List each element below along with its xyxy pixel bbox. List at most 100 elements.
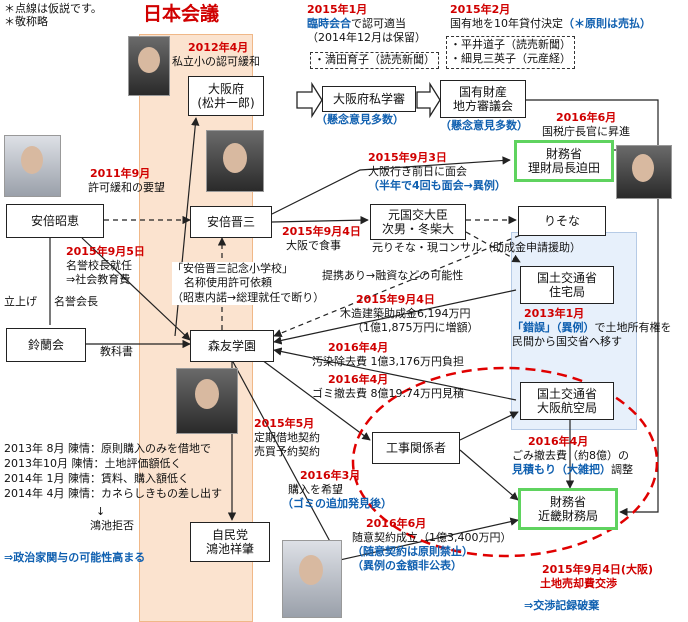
note-negotiation-date: 2015年9月4日(大阪) [542,563,653,576]
node-ldp-konoike: 自民党 鴻池祥肇 [190,522,270,562]
note-lease-b: 売買予約契約 [254,445,320,458]
page-title: 日本会議 [143,3,220,25]
node-mlit-housing: 国土交通省 住宅局 [520,266,614,304]
node-contractor-label: 工事関係者 [385,440,446,455]
note-2015-1-a: 臨時会合 [307,17,351,30]
note-2015-9-4-date: 2015年9月4日 [282,225,361,238]
node-suzuran: 鈴蘭会 [6,328,86,362]
node-kinki-line1: 財務省 [549,494,586,509]
note-subsidy-a: 木造建築助成金6,194万円 [340,307,471,320]
petition-4: 2014年 4月 陳情：カネらしきもの差し出す [4,486,222,500]
note-2015-9-5-b: ⇒社会教育費 [66,273,131,286]
note-subsidy-b: （1億1,875万円に増額） [352,321,479,334]
node-mlit-airport: 国土交通省 大阪航空局 [520,382,614,420]
note-subsidy-date: 2015年9月4日 [356,293,435,306]
node-hatoyama-line1: 元国交大臣 [387,207,448,222]
note-school-name-c: （昭恵内諾→総理就任で断り） [172,290,325,304]
note-contract-a: 随意契約成立（1億3,400万円） [352,531,512,544]
node-mlit-air-line2: 大阪航空局 [536,401,597,415]
node-suzuran-label: 鈴蘭会 [27,337,64,352]
note-pollution-date: 2016年4月 [328,341,389,354]
akie-photo [4,135,61,197]
note-error-b: （異例） [556,321,595,334]
note-2016-6-date: 2016年6月 [556,111,617,124]
note-2015-1-date: 2015年1月 [307,3,368,16]
kagoike-photo [176,368,238,434]
highlight-ellipse [351,366,659,558]
sakota-photo [616,145,672,199]
note-error-a: 「錯誤」 [512,321,556,334]
note-school-name-a: 「安倍晋三記念小学校」 [172,262,293,275]
note-trash2-c: 調整 [611,463,633,476]
node-moritomo: 森友学園 [190,330,274,362]
node-osaka-prefecture: 大阪府 (松井一郎) [188,76,264,116]
note-trash-date: 2016年4月 [328,373,389,386]
node-mlit-housing-line2: 住宅局 [548,285,585,299]
node-kinki-finance: 財務省 近畿財務局 [518,488,618,530]
node-mlit-air-line1: 国土交通省 [536,386,597,401]
disclaimer-honorific: ＊敬称略 [4,15,48,28]
petition-3: 2014年 1月 陳情：賃料、購入額低く [4,471,189,485]
note-2015-9-5-a: 名誉校長就任 [66,259,132,272]
node-finance-sakota: 財務省 理財局長迫田 [514,140,614,182]
note-2015-9-3-date: 2015年9月3日 [368,151,447,164]
node-ldp-line2: 鴻池祥肇 [205,542,254,556]
note-2015-2-b: （＊原則は売払） [563,17,651,30]
note-lease-a: 定期借地契約 [254,431,320,444]
note-trash-text: ゴミ撤去費 8億19.74万円見積 [312,387,464,400]
note-error-d: 民間から国交省へ移す [512,335,622,348]
note-2011-date: 2011年9月 [90,167,151,180]
note-concern-1: （懸念意見多数） [316,113,404,126]
note-2012-text: 私立小の認可緩和 [172,55,260,68]
node-private-school-council: 大阪府私学審 [322,86,416,112]
note-school-name-b: 名称使用許可依頼 [184,276,272,290]
node-mlit-housing-line1: 国土交通省 [536,270,597,285]
note-2015-2-c: ・平井道子（読売新聞） [450,38,571,51]
note-trash2-b: 見積もり（大雑把） [512,463,611,476]
note-trash2-a: ごみ撤去費（約8億）の [512,449,629,462]
node-ldp-line1: 自民党 [211,527,248,542]
node-sakota-line1: 財務省 [545,146,582,161]
note-contract-b: （随意契約は原則禁止） [352,545,473,558]
node-resona: りそな [518,206,606,236]
note-buy-b: （ゴミの追加発見後） [282,497,392,510]
note-possibility: 提携あり→融資などの可能性 [322,269,464,282]
note-2015-9-3-a: 大阪行き前日に面会 [368,165,467,178]
note-pollution-text: 汚染除去費 1億3,176万円負担 [312,355,464,368]
note-concern-2: （懸念意見多数） [440,119,528,132]
node-hatoyama: 元国交大臣 次男・冬柴大 [370,204,466,240]
note-2015-2-a: 国有地を10年貸付決定 [450,17,563,30]
node-osaka-line1: 大阪府 [207,81,244,96]
note-2016-6-text: 国税庁長官に昇進 [542,125,630,138]
petition-list: 2013年 8月 陳情：原則購入のみを借地で 2013年10月 陳情：土地評価額… [4,442,222,501]
node-akie-label: 安倍昭恵 [30,213,79,228]
note-2015-9-3-b: （半年で4回も面会→異例） [368,179,506,192]
note-2015-1-b: で認可適当 [351,17,406,30]
note-2012-date: 2012年4月 [188,41,249,54]
node-council-label: 大阪府私学審 [332,91,405,106]
note-buy-a: 購入を希望 [288,483,343,496]
note-political: ⇒政治家関与の可能性高まる [4,551,146,564]
node-stateprop-line2: 地方審議会 [452,99,513,113]
note-2015-2-box: ・平井道子（読売新聞） ・細見三英子（元産経） [446,36,575,69]
note-school-name-box: 「安倍晋三記念小学校」 名称使用許可依頼 （昭恵内諾→総理就任で断り） [172,262,325,305]
note-trash2-date: 2016年4月 [528,435,589,448]
node-shinzo: 安倍晋三 [190,206,272,238]
note-2015-1-d: ・満田育子（読売新聞） [310,52,439,69]
note-textbook: 教科書 [100,345,133,358]
note-buy-date: 2016年3月 [300,469,361,482]
note-founding: 立上げ [4,295,37,308]
note-2015-2-d: ・細見三英子（元産経） [450,52,571,66]
note-2015-1-c: （2014年12月は保留） [307,31,426,44]
node-state-property-council: 国有財産 地方審議会 [440,80,526,118]
node-stateprop-line1: 国有財産 [458,84,507,99]
node-akie: 安倍昭恵 [6,204,104,238]
note-2015-9-5-date: 2015年9月5日 [66,245,145,258]
note-2011-text: 許可緩和の要望 [88,181,165,194]
note-error-c: で土地所有権を [594,321,672,334]
node-hatoyama-line2: 次男・冬柴大 [381,222,454,236]
note-error-date: 2013年1月 [524,307,585,320]
note-2015-2-date: 2015年2月 [450,3,511,16]
petition-2: 2013年10月 陳情：土地評価額低く [4,456,182,470]
down-arrow-icon: ↓ [96,505,106,518]
